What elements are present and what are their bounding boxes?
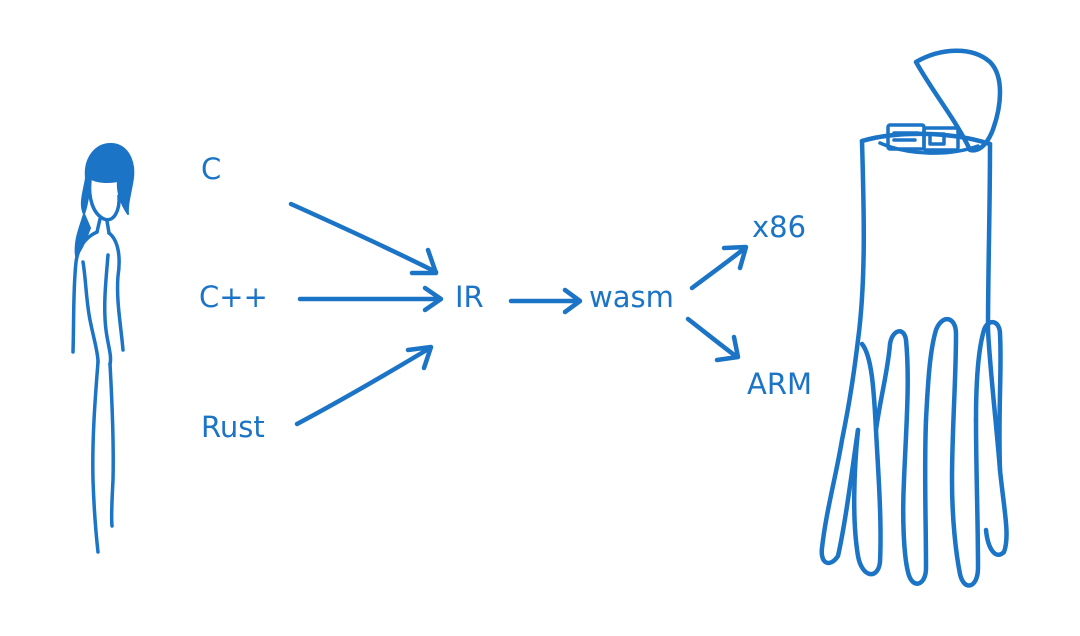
person-torso-right bbox=[105, 255, 111, 364]
arrow-ir-to-wasm bbox=[511, 290, 580, 312]
output-label-wasm: wasm bbox=[589, 280, 674, 314]
robot-body-right bbox=[986, 144, 1007, 555]
person-face bbox=[90, 180, 120, 220]
target-label-x86: x86 bbox=[752, 210, 806, 244]
robot-tentacle-1 bbox=[854, 344, 880, 574]
arrow-wasm-to-arm bbox=[688, 319, 738, 360]
person-torso bbox=[83, 262, 98, 362]
person-icon bbox=[73, 144, 133, 552]
source-label-rust: Rust bbox=[201, 410, 265, 444]
intermediate-label-ir: IR bbox=[455, 280, 484, 314]
target-label-arm: ARM bbox=[747, 367, 812, 401]
arrow-wasm-to-x86 bbox=[692, 247, 746, 288]
robot-tentacle-3 bbox=[926, 319, 978, 585]
person-arm-right bbox=[109, 233, 123, 350]
person-leg-right bbox=[110, 364, 113, 526]
source-label-cpp: C++ bbox=[199, 280, 268, 314]
robot-body bbox=[822, 141, 864, 563]
person-neck bbox=[97, 219, 109, 233]
arrow-cpp-to-ir bbox=[300, 288, 441, 310]
robot-icon bbox=[822, 51, 1007, 586]
person-leg-left bbox=[93, 362, 98, 552]
arrow-rust-to-ir bbox=[297, 347, 431, 424]
source-label-c: C bbox=[201, 152, 221, 186]
robot-tentacle-2 bbox=[876, 331, 926, 583]
arrow-c-to-ir bbox=[291, 204, 436, 273]
